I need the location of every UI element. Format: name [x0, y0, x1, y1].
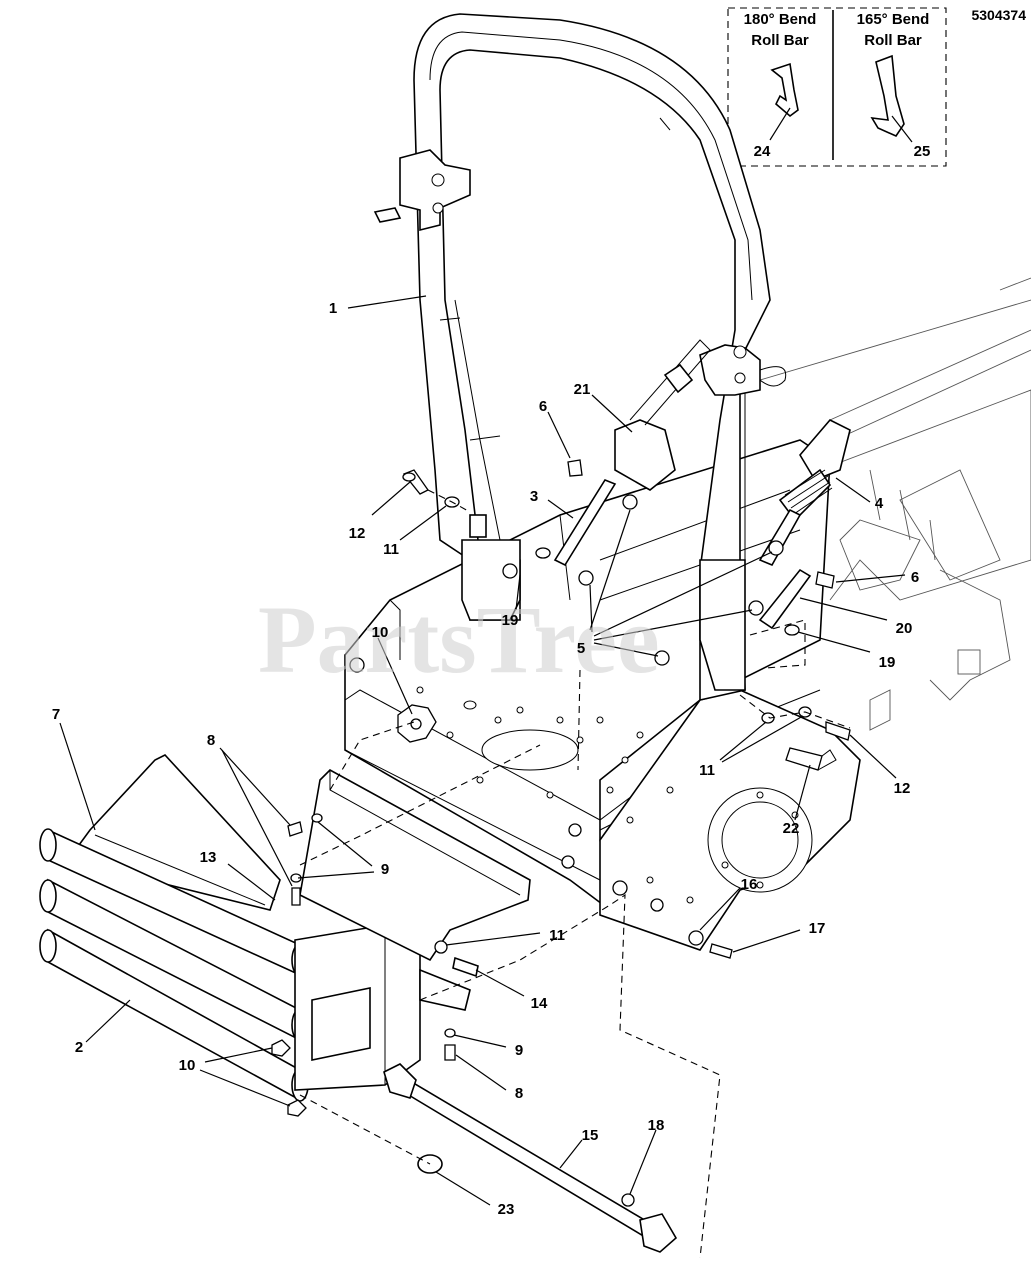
clip-180-icon — [770, 62, 799, 118]
roll-bar-bend-inset: 180° Bend Roll Bar 165° Bend Roll Bar 24… — [727, 7, 947, 167]
callout-11-right: 11 — [699, 762, 715, 779]
callout-10-top: 10 — [372, 624, 389, 641]
callout-11-bottom: 11 — [549, 927, 565, 944]
callout-2: 2 — [75, 1039, 83, 1056]
callout-12-right: 12 — [894, 780, 911, 797]
callout-6-top: 6 — [539, 398, 547, 415]
callout-13: 13 — [200, 849, 217, 866]
callout-6-right: 6 — [911, 569, 919, 586]
diagram-number: 5304374 — [971, 7, 1026, 23]
callout-4: 4 — [875, 495, 884, 512]
callout-21: 21 — [574, 381, 591, 398]
callout-8-bottom: 8 — [515, 1085, 523, 1102]
callout-8-top: 8 — [207, 732, 215, 749]
callout-19-right: 19 — [879, 654, 896, 671]
callout-18: 18 — [648, 1117, 665, 1134]
pivot-rod — [383, 1063, 678, 1253]
bumper-assembly — [39, 754, 531, 1117]
callout-5: 5 — [577, 640, 585, 657]
inset-right-title-line2: Roll Bar — [864, 32, 922, 49]
assembly-lines — [299, 489, 851, 1259]
callout-24: 24 — [754, 143, 771, 160]
callout-11-top: 11 — [383, 541, 399, 558]
hardware — [349, 459, 851, 959]
callout-22: 22 — [783, 820, 800, 837]
callout-20: 20 — [896, 620, 913, 637]
callout-12-top: 12 — [349, 525, 366, 542]
roll-bar — [373, 13, 787, 701]
callout-16: 16 — [741, 876, 758, 893]
callout-3: 3 — [530, 488, 538, 505]
callout-7: 7 — [52, 706, 60, 723]
callout-9-top: 9 — [381, 861, 389, 878]
callout-9-bottom: 9 — [515, 1042, 523, 1059]
clip-165-icon — [870, 54, 905, 138]
callout-15: 15 — [582, 1127, 599, 1144]
callout-10-bottom: 10 — [179, 1057, 196, 1074]
callout-19-left: 19 — [502, 612, 519, 629]
mower-frame — [759, 277, 1031, 731]
watermark: PartsTree — [258, 586, 660, 693]
callout-23: 23 — [498, 1201, 515, 1218]
callout-labels: 1 2 3 4 5 6 6 7 8 8 9 9 10 10 11 11 11 1… — [52, 300, 919, 1218]
inset-right-title-line1: 165° Bend — [857, 11, 930, 28]
callout-17: 17 — [809, 920, 826, 937]
callout-14: 14 — [531, 995, 548, 1012]
seat-belt-assembly — [553, 339, 851, 630]
inset-left-title-line1: 180° Bend — [744, 11, 817, 28]
callout-25: 25 — [914, 143, 931, 160]
callout-1: 1 — [329, 300, 337, 317]
leader-lines — [59, 295, 906, 1206]
inset-left-title-line2: Roll Bar — [751, 32, 809, 49]
